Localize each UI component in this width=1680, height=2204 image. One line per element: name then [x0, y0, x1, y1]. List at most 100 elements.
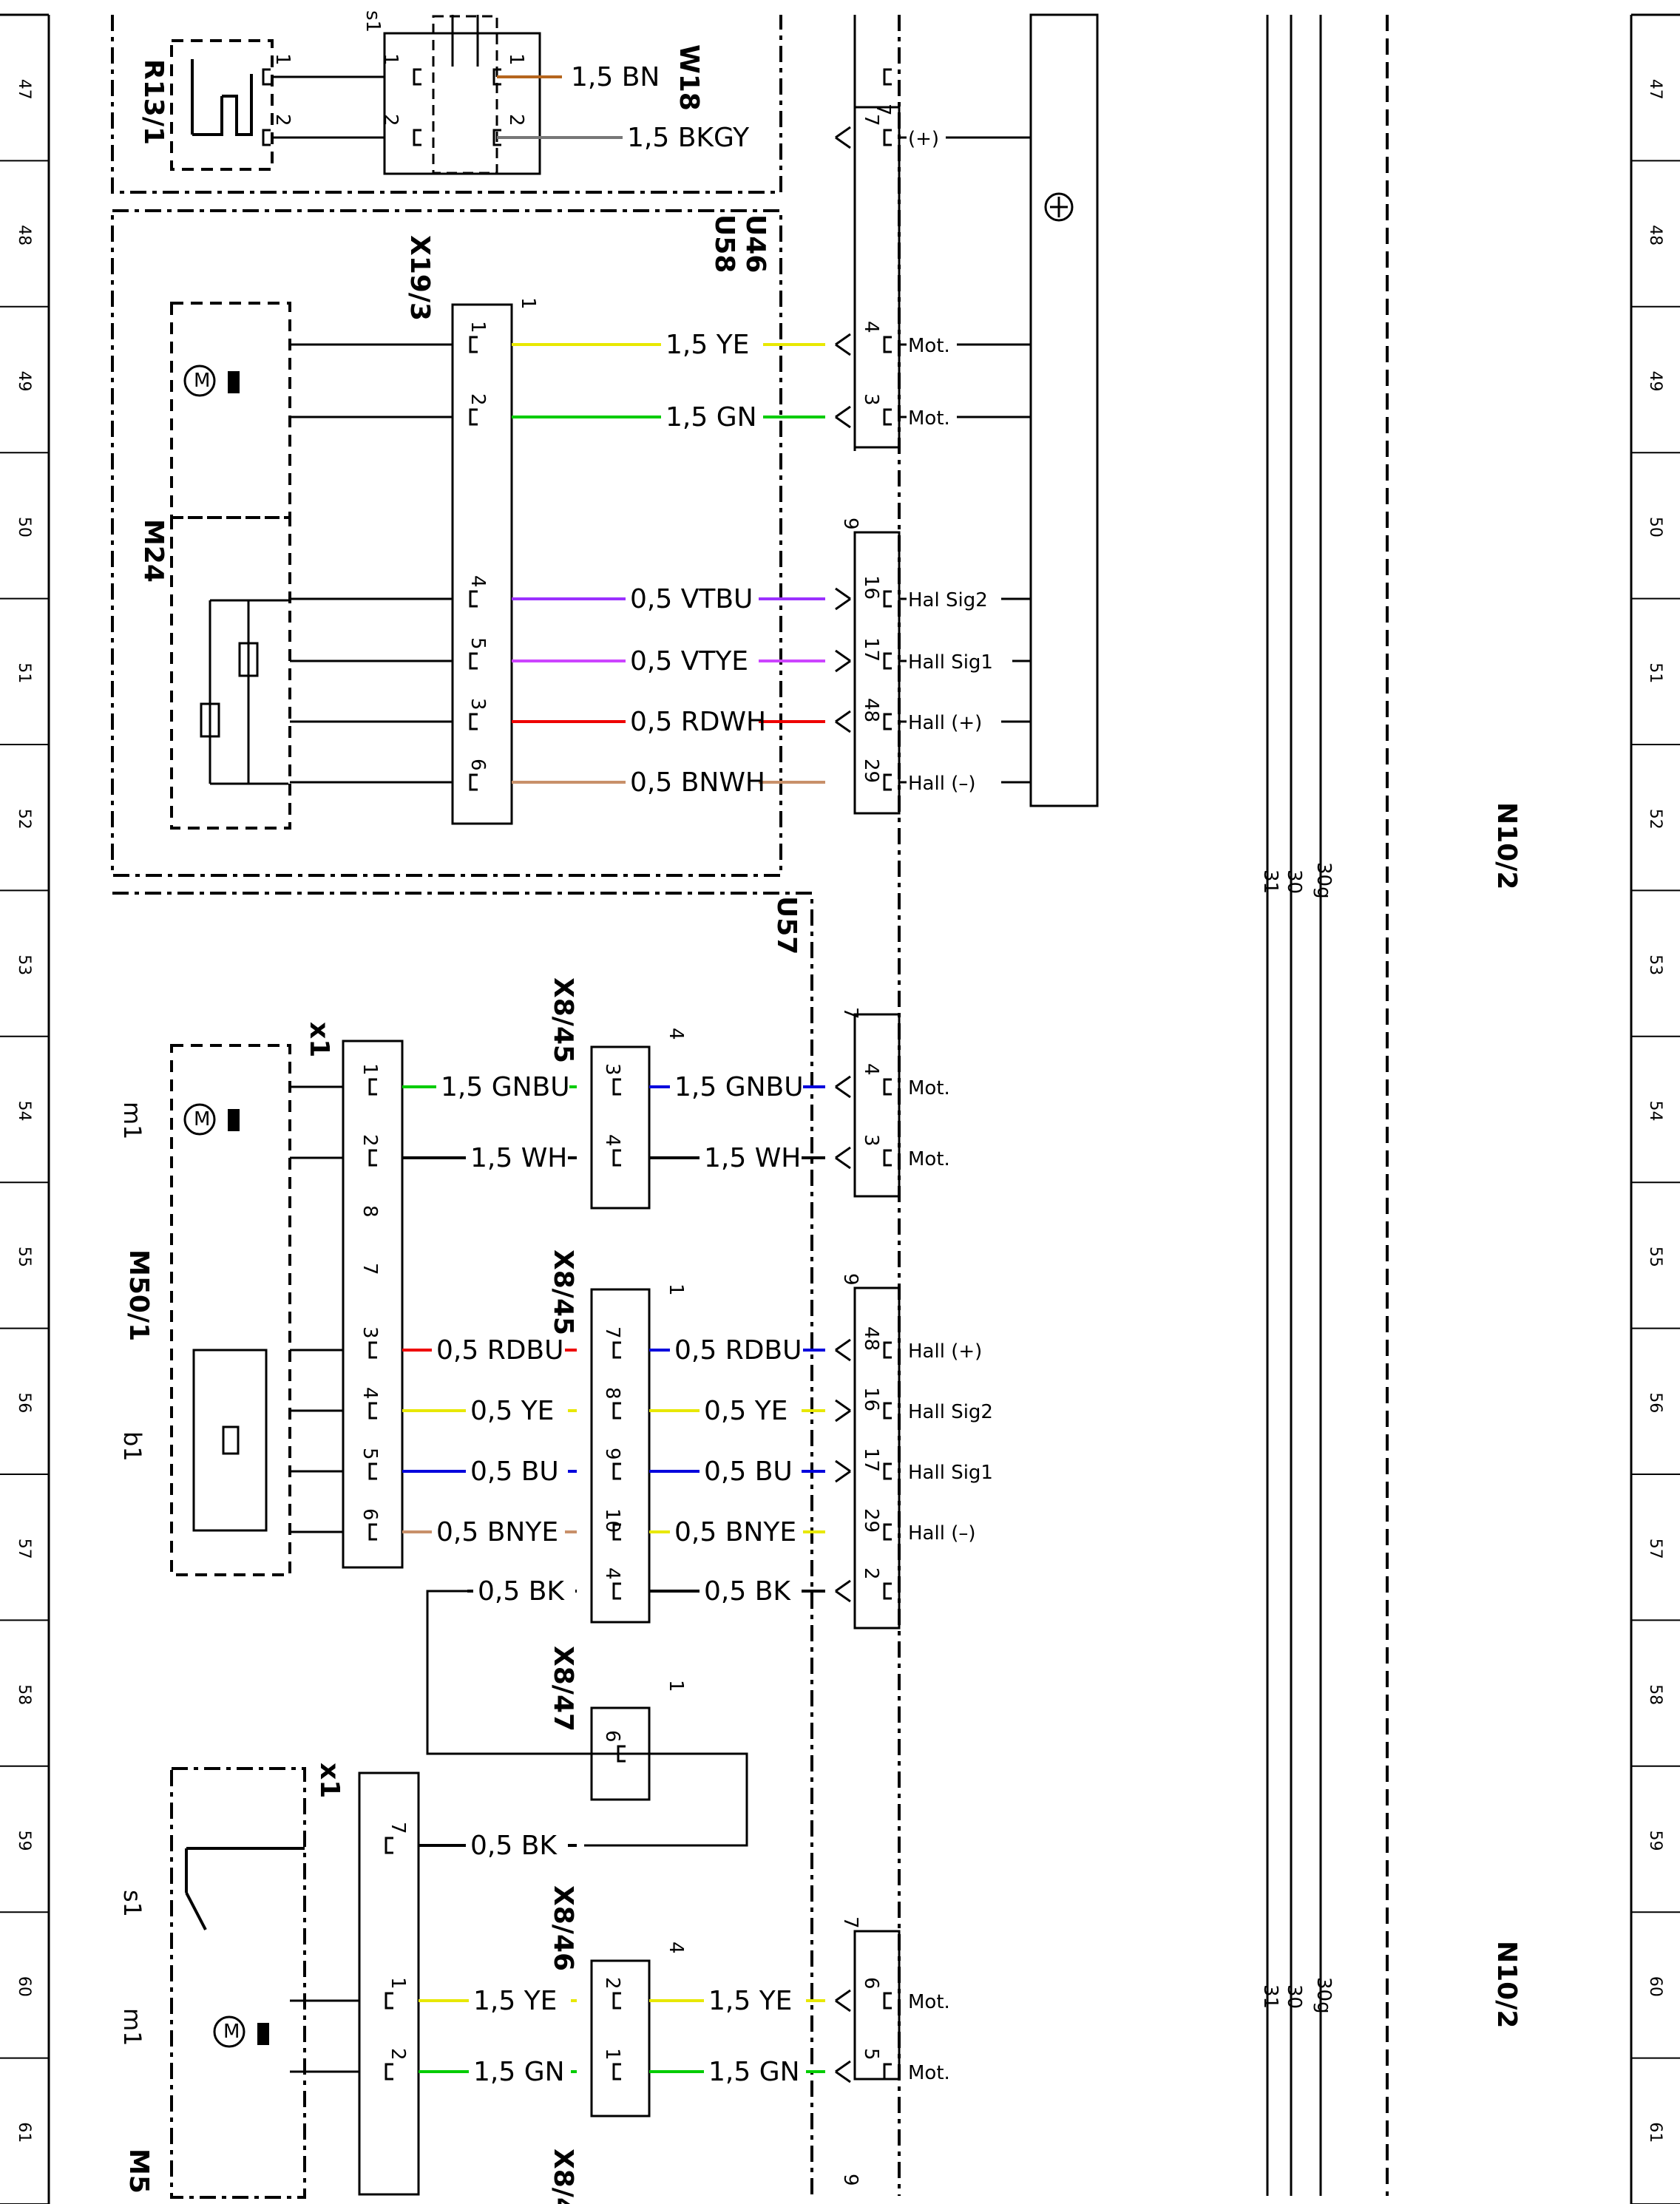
wire-label-bg — [566, 61, 668, 90]
pin-number: 17 — [860, 1448, 882, 1472]
left-arrow-mark — [835, 405, 851, 429]
wire-label: 0,5 BNYE — [436, 1517, 558, 1547]
terminal-mark — [469, 336, 478, 353]
right-arrow-mark — [835, 1459, 851, 1483]
signal-label: Hall (–) — [908, 773, 975, 795]
controller-terminal-mark — [883, 129, 892, 146]
terminal-mark — [368, 1078, 377, 1096]
terminal-mark — [469, 652, 478, 670]
signal-label: Hall (+) — [908, 1340, 982, 1363]
label-m1-b: m1 — [118, 2008, 146, 2047]
wire-label: 0,5 BK — [704, 1576, 791, 1607]
pin-number: 17 — [860, 637, 882, 662]
signal-label-bg — [907, 708, 1001, 733]
signal-label: Hal Sig2 — [908, 589, 988, 611]
left-row-ruler — [0, 13, 50, 2204]
signal-label-bg — [907, 2058, 957, 2083]
row-number-left: 50 — [15, 517, 33, 538]
row-number-right: 54 — [1646, 1101, 1664, 1122]
terminal-mark — [469, 590, 478, 608]
right-arrow-mark — [835, 649, 851, 673]
pin-number: 5 — [467, 637, 489, 650]
terminal-mark — [492, 68, 501, 86]
label-m5-cut: M5 — [123, 2149, 154, 2194]
pin-number: 29 — [860, 1508, 882, 1533]
wire-label-bg — [432, 1516, 565, 1545]
wire-label-bg — [626, 705, 759, 735]
signal-label: Hall (+) — [908, 712, 982, 734]
controller-title-bottom: N10/2 — [1491, 1941, 1522, 2028]
pin-number: 1 — [387, 1977, 409, 1990]
wire-label: 1,5 YE — [708, 1986, 792, 2016]
terminal-mark — [262, 129, 271, 146]
terminal-mark — [385, 1992, 393, 2010]
row-number-right: 59 — [1646, 1831, 1664, 1851]
label-u46: U46 — [740, 214, 770, 273]
component-boxes — [111, 15, 813, 2199]
controller-terminal-mark — [883, 773, 892, 791]
terminal-mark — [368, 1462, 377, 1480]
wire-label-bg — [700, 1394, 802, 1424]
pin-number: 8 — [359, 1205, 381, 1218]
terminal-mark — [368, 1341, 377, 1359]
row-number-left: 60 — [15, 1976, 33, 1997]
pin-number: 1 — [467, 321, 489, 333]
right-row-ruler — [1630, 13, 1680, 2204]
wire-label-bg — [661, 401, 763, 430]
controller-terminal-mark — [883, 1523, 892, 1541]
controller-terminal-mark — [883, 1149, 892, 1167]
wire-label: 0,5 BNYE — [674, 1517, 796, 1547]
left-arrow-mark — [835, 126, 851, 149]
controller-terminal-mark — [883, 1341, 892, 1359]
terminal-mark — [612, 2063, 621, 2081]
wire-label-bg — [469, 2055, 571, 2085]
pin-number: 2 — [860, 1567, 882, 1580]
motor-icon: M M M — [183, 364, 269, 2048]
wire-label-bg — [432, 1334, 565, 1363]
label-x8-45-a: X8/45 — [548, 977, 578, 1063]
wire-label: 1,5 WH — [704, 1143, 801, 1173]
bus-label-30g-b: 30g — [1312, 1977, 1335, 2014]
pin-number: 5 — [860, 2048, 882, 2061]
pin-number: 4 — [860, 1063, 882, 1076]
controller-terminal-mark — [883, 1402, 892, 1420]
terminal-mark — [413, 68, 421, 86]
row-number-right: 49 — [1646, 371, 1664, 392]
wire-label: 1,5 GN — [665, 402, 757, 433]
row-number-left: 57 — [15, 1539, 33, 1559]
row-number-left: 54 — [15, 1101, 33, 1122]
pin-number: 2 — [505, 114, 527, 126]
signal-label: Hall (–) — [908, 1522, 975, 1545]
wire-label: 1,5 BKGY — [627, 123, 750, 153]
signal-label: Mot. — [908, 407, 950, 430]
row-number-left: 56 — [15, 1392, 33, 1413]
wire-label: 1,5 GN — [473, 2057, 565, 2087]
wire-label: 0,5 BU — [470, 1457, 559, 1487]
label-s1-top: s1 — [362, 10, 384, 33]
signal-label-bg — [907, 124, 946, 149]
controller-terminal-mark — [883, 713, 892, 730]
power-bus: 31 30 30g 31 30 30g — [1259, 15, 1389, 2196]
terminal-mark — [368, 1149, 377, 1167]
label-u57: U57 — [771, 896, 802, 954]
transistor-icon — [1044, 192, 1074, 222]
terminal-mark — [385, 2063, 393, 2081]
signal-label-bg — [907, 1397, 1012, 1423]
switch-icon — [185, 1847, 305, 1930]
pin-number: 16 — [860, 1387, 882, 1411]
row-number-left: 55 — [15, 1247, 33, 1267]
housing-num-n7c: 7 — [839, 1916, 861, 1929]
signal-label: Mot. — [908, 1148, 950, 1170]
row-number-right: 55 — [1646, 1247, 1664, 1267]
pin-number: 6 — [467, 759, 489, 771]
row-number-right: 48 — [1646, 225, 1664, 245]
wire-label-bg — [473, 1575, 575, 1604]
signal-label-bg — [907, 404, 957, 429]
right-arrow-mark — [835, 587, 851, 611]
terminal-mark — [612, 1341, 621, 1359]
terminal-mark — [262, 68, 271, 86]
controller-title-top: N10/2 — [1491, 802, 1522, 889]
row-number-left: 51 — [15, 662, 33, 683]
pin-number: 4 — [359, 1387, 381, 1400]
